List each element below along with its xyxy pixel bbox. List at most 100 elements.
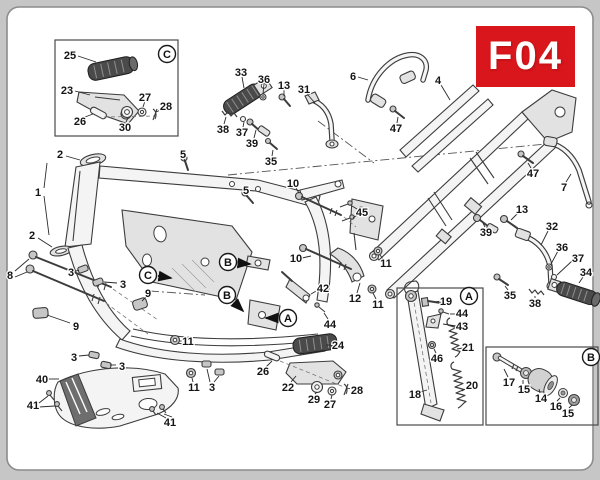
part-label-32: 32 [546,221,558,233]
part-label-47: 47 [527,168,539,180]
rear-subframe-art [368,84,577,300]
part-label-47: 47 [390,123,402,135]
part-label-38: 38 [217,124,229,136]
part-label-41: 41 [27,400,39,412]
svg-text:C: C [163,49,171,61]
part-label-45: 45 [356,207,368,219]
callout-b [218,252,238,272]
part-label-42: 42 [317,283,329,295]
part-label-37: 37 [572,253,584,265]
part-label-28: 28 [160,101,172,113]
part-label-3: 3 [68,267,74,279]
callout-c [138,265,158,285]
side-rail-art [517,135,593,209]
part-label-27: 27 [139,92,151,104]
swingarm-bush-art [492,352,580,406]
grab-rail-art [365,51,430,119]
part-label-43: 43 [456,321,468,333]
part-label-16: 16 [550,401,562,413]
detail-box-c [54,39,179,137]
callout-c [157,44,177,64]
part-label-11: 11 [182,336,194,348]
part-label-21: 21 [462,342,474,354]
skid-plate-art [46,367,179,429]
part-label-29: 29 [308,394,320,406]
part-label-24: 24 [332,340,345,352]
alignment-lines [149,120,557,296]
figure-code-badge: F04 [476,26,575,87]
part-label-10: 10 [287,178,299,190]
part-label-3: 3 [71,352,77,364]
part-label-15: 15 [562,408,574,420]
part-label-9: 9 [73,321,79,333]
callout-a [459,286,479,306]
part-label-34: 34 [580,267,593,279]
part-label-31: 31 [298,84,310,96]
detail-boxes [54,39,599,426]
part-label-9: 9 [145,288,151,300]
part-label-2: 2 [29,230,35,242]
part-label-22: 22 [282,382,294,394]
rear-footrest-right-art [472,213,600,307]
svg-text:B: B [223,290,231,302]
part-label-13: 13 [278,80,290,92]
part-label-35: 35 [504,290,516,302]
part-label-30: 30 [119,122,131,134]
part-label-28: 28 [351,385,363,397]
part-label-13: 13 [516,204,528,216]
part-label-40: 40 [36,374,48,386]
detail-box-b [485,346,599,426]
part-label-1: 1 [35,187,41,199]
part-label-4: 4 [435,75,442,87]
part-label-6: 6 [350,71,356,83]
part-label-5: 5 [243,185,249,197]
part-label-33: 33 [235,67,247,79]
part-label-19: 19 [440,296,452,308]
part-label-17: 17 [503,377,515,389]
side-stand-art [404,280,467,422]
callout-a [278,308,298,328]
front-footrest-right-art [221,76,339,150]
part-label-27: 27 [324,399,336,411]
part-label-7: 7 [561,182,567,194]
part-label-26: 26 [257,366,269,378]
part-label-44: 44 [324,319,337,331]
part-label-37: 37 [236,127,248,139]
svg-text:B: B [587,352,595,364]
part-label-41: 41 [164,417,176,429]
callout-letters: C C B B A A B [138,44,600,367]
part-label-3: 3 [119,361,125,373]
svg-text:C: C [144,270,152,282]
part-label-39: 39 [246,138,258,150]
part-label-11: 11 [188,382,200,394]
part-label-10: 10 [290,253,302,265]
part-label-46: 46 [431,353,443,365]
part-label-2: 2 [57,149,63,161]
svg-text:A: A [284,313,292,325]
part-label-38: 38 [529,298,541,310]
detail-c-art [76,56,158,125]
part-label-11: 11 [380,258,392,270]
part-label-26: 26 [74,116,86,128]
leader-lines [14,55,584,419]
part-label-3: 3 [120,279,126,291]
left-hardware-art [25,154,254,379]
svg-text:B: B [224,257,232,269]
figure-code-text: F04 [488,34,563,78]
part-label-20: 20 [466,380,478,392]
part-label-11: 11 [372,299,384,311]
part-label-36: 36 [258,74,270,86]
svg-text:A: A [465,291,473,303]
part-label-35: 35 [265,156,277,168]
part-label-25: 25 [64,50,76,62]
part-label-44: 44 [456,308,469,320]
part-label-3: 3 [209,382,215,394]
part-label-39: 39 [480,227,492,239]
part-label-23: 23 [61,85,73,97]
callout-b [217,285,237,305]
part-label-18: 18 [409,389,421,401]
detail-box-a [396,287,484,426]
